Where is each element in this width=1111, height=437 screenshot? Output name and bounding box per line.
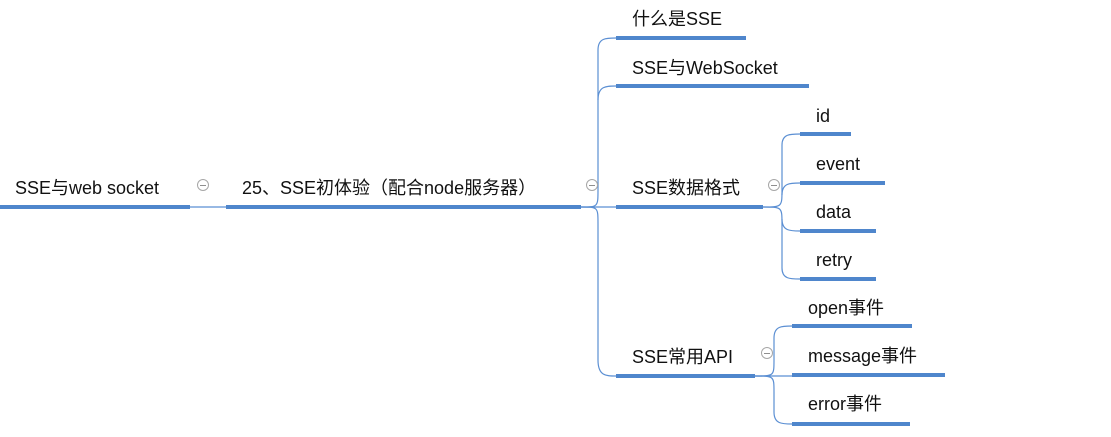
field-retry-underline (800, 277, 876, 281)
field-id-label: id (816, 106, 831, 126)
root-node-label: SSE与web socket (15, 178, 160, 198)
api-error-node[interactable]: error事件 (808, 393, 882, 415)
api-error-underline (792, 422, 910, 426)
api-open-label: open事件 (808, 298, 885, 318)
common-api-underline (616, 374, 755, 378)
topic-node-underline (226, 205, 581, 209)
field-id-node[interactable]: id (816, 105, 830, 127)
field-data-label: data (816, 202, 852, 222)
field-id-underline (800, 132, 851, 136)
sse-vs-websocket-node[interactable]: SSE与WebSocket (632, 57, 778, 79)
field-retry-node[interactable]: retry (816, 249, 852, 271)
field-event-node[interactable]: event (816, 153, 860, 175)
what-is-sse-underline (616, 36, 746, 40)
connector-format-data (781, 218, 801, 232)
connector-format-event (781, 182, 801, 196)
collapse-circle-icon[interactable] (768, 179, 780, 191)
what-is-sse-label: 什么是SSE (632, 9, 723, 29)
topic-node-label: 25、SSE初体验（配合node服务器） (242, 178, 537, 198)
api-open-node[interactable]: open事件 (808, 297, 884, 319)
field-event-underline (800, 181, 885, 185)
api-error-label: error事件 (808, 394, 883, 414)
common-api-node[interactable]: SSE常用API (632, 346, 733, 368)
connector-format-id (762, 133, 801, 208)
api-message-underline (792, 373, 945, 377)
connector-format-retry (762, 206, 801, 280)
field-retry-label: retry (816, 250, 852, 270)
what-is-sse-node[interactable]: 什么是SSE (632, 8, 722, 30)
collapse-circle-icon[interactable] (761, 347, 773, 359)
data-format-underline (616, 205, 763, 209)
api-open-underline (792, 324, 912, 328)
data-format-node[interactable]: SSE数据格式 (632, 177, 740, 199)
api-message-node[interactable]: message事件 (808, 345, 917, 367)
common-api-label: SSE常用API (632, 347, 734, 367)
field-data-node[interactable]: data (816, 201, 851, 223)
field-data-underline (800, 229, 876, 233)
field-event-label: event (816, 154, 861, 174)
sse-vs-websocket-label: SSE与WebSocket (632, 58, 778, 78)
topic-node[interactable]: 25、SSE初体验（配合node服务器） (242, 177, 536, 199)
api-message-label: message事件 (808, 346, 918, 366)
root-node[interactable]: SSE与web socket (15, 177, 159, 199)
sse-vs-websocket-underline (616, 84, 809, 88)
connector-topic-sse-vs-websocket (597, 85, 617, 101)
root-node-underline (0, 205, 190, 209)
connector-api-error (754, 375, 793, 425)
collapse-circle-icon[interactable] (197, 179, 209, 191)
data-format-label: SSE数据格式 (632, 178, 741, 198)
collapse-circle-icon[interactable] (586, 179, 598, 191)
connector-topic-common-api (580, 206, 617, 377)
